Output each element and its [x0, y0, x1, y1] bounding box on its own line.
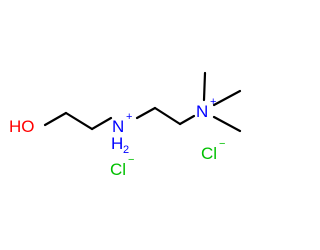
chemical-structure: HO N + H 2 N + Cl − Cl −	[9, 71, 242, 179]
ammonium-hydrogen-label: H	[111, 134, 123, 153]
chloride-2-label: Cl	[201, 144, 217, 163]
bond-n1-c3	[135, 106, 157, 120]
ammonium-hydrogen-count: 2	[123, 144, 129, 156]
bond-c2-n1	[90, 116, 113, 131]
chloride-2-charge: −	[219, 138, 225, 150]
chloride-1-label: Cl	[110, 160, 126, 179]
bond-c3-c4	[153, 106, 182, 126]
bond-n2-methyl-right	[212, 89, 242, 107]
bond-o-c1	[43, 111, 68, 127]
quaternary-nitrogen-label: N	[196, 102, 208, 121]
bond-c4-n2	[178, 114, 196, 126]
structure-canvas: HO N + H 2 N + Cl − Cl −	[9, 71, 242, 179]
hydroxyl-label: HO	[9, 117, 35, 136]
chloride-1-charge: −	[128, 154, 134, 166]
bond-n2-methyl-down	[212, 115, 242, 133]
quaternary-charge: +	[210, 96, 216, 108]
bond-c1-c2	[64, 111, 94, 131]
ammonium-nitrogen-label: N	[112, 117, 124, 136]
bond-n2-methyl-up	[202, 71, 207, 102]
bonds	[43, 71, 242, 133]
ammonium-charge: +	[126, 111, 132, 123]
